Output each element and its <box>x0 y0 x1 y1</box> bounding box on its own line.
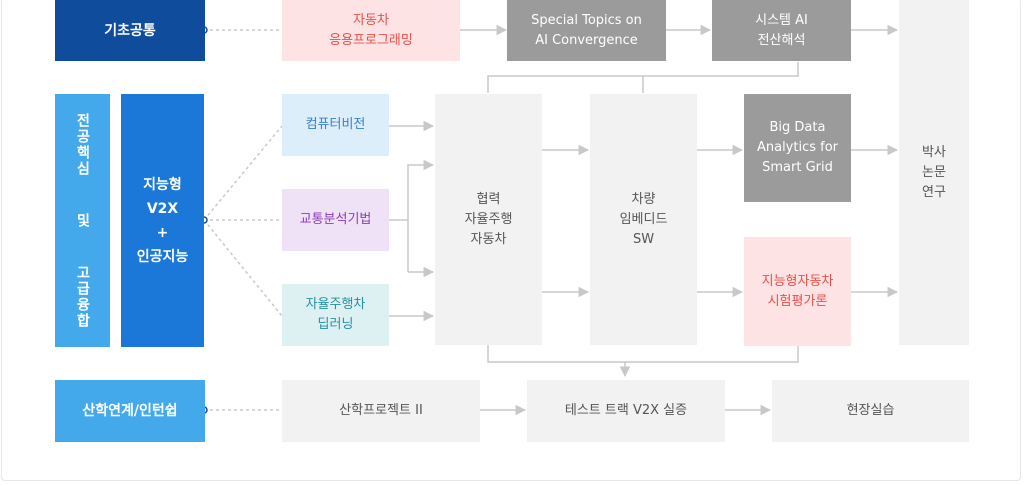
basic-common-box: 기초공통 <box>55 0 205 61</box>
autonomous-deep-learning-box: 자율주행차 딥러닝 <box>282 284 389 346</box>
industry-project-box: 산학프로젝트 II <box>282 380 480 442</box>
major-core-box: 전공핵심 및 고급융합 <box>55 94 110 347</box>
system-ai-box: 시스템 AI 전산해석 <box>712 0 851 61</box>
phd-research-box: 박사 논문 연구 <box>899 0 969 345</box>
cooperative-autonomous-box: 협력 자율주행 자동차 <box>435 94 542 345</box>
special-topics-box: Special Topics on AI Convergence <box>507 0 666 61</box>
big-data-analytics-box: Big Data Analytics for Smart Grid <box>744 94 851 202</box>
intelligent-v2x-ai-box: 지능형 V2X + 인공지능 <box>121 94 204 347</box>
field-practice-box: 현장실습 <box>772 380 969 442</box>
automotive-programming-box: 자동차 응용프로그래밍 <box>282 0 460 61</box>
vehicle-embedded-sw-box: 차량 임베디드 SW <box>590 94 697 345</box>
test-track-box: 테스트 트랙 V2X 실증 <box>527 380 725 442</box>
intelligent-vehicle-testing-box: 지능형자동차 시험평가론 <box>744 237 851 346</box>
traffic-analysis-box: 교통분석기법 <box>282 189 389 251</box>
computer-vision-box: 컴퓨터비전 <box>282 94 389 156</box>
industry-internship-box: 산학연계/인턴쉽 <box>55 380 205 442</box>
